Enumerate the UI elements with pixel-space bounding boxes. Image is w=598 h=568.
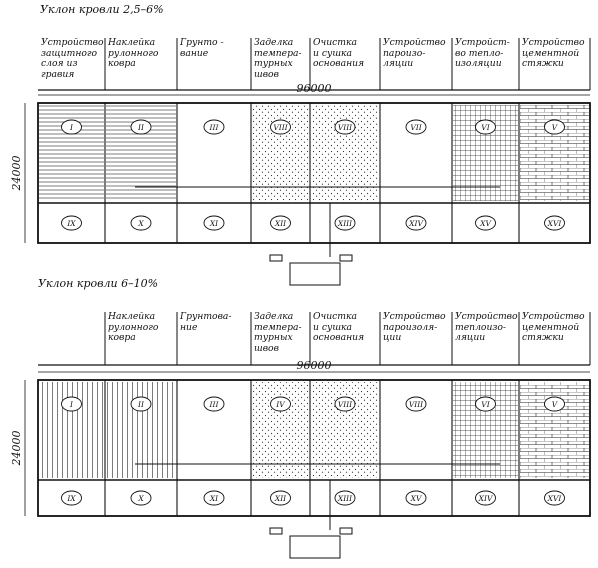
pump (339, 254, 353, 262)
zone-marker (334, 396, 356, 412)
zone-number-bottom: IX (66, 494, 76, 503)
zone-number-top: VI (481, 400, 490, 409)
zone-marker (405, 119, 427, 135)
zone-marker (475, 215, 496, 231)
zone-number-top: III (209, 123, 220, 132)
zone-number-top: I (69, 400, 74, 409)
zone-marker (203, 215, 225, 231)
zone-number-top: VIII (338, 123, 353, 132)
zone-marker (61, 215, 82, 231)
zone-number-top: II (137, 123, 145, 132)
zone-number-bottom: XIV (408, 219, 424, 228)
stage-header-8: Устройство цементной стяжки (522, 311, 585, 343)
stage-header-2: Наклейка рулонного ковра (108, 37, 159, 69)
pump (339, 527, 353, 535)
plan-2-title: Уклон кровли 6–10% (38, 277, 159, 290)
zone-number-top: V (552, 123, 559, 132)
mobile-plant (289, 262, 341, 286)
plan-1-title: Уклон кровли 2,5–6% (40, 3, 164, 16)
supply-pipeline (135, 186, 500, 257)
zone-marker (130, 396, 152, 412)
zone-number-bottom: XI (209, 494, 219, 503)
zone-marker (334, 119, 356, 135)
zone-number-top: V (552, 400, 559, 409)
zone-marker (270, 119, 291, 135)
width-dimension-label: 24000 (10, 431, 23, 467)
zone-number-top: I (69, 123, 74, 132)
stage-header-3: Грунто - вание (180, 37, 224, 59)
zone-marker (130, 490, 152, 506)
zone-number-bottom: XII (274, 494, 287, 503)
zone-number-bottom: XV (410, 494, 423, 503)
zone-number-bottom: XIII (337, 494, 353, 503)
zone-number-bottom: XII (274, 219, 287, 228)
stage-header-5: Очистка и сушка основания (313, 37, 365, 69)
zone-marker (405, 490, 427, 506)
zone-marker (203, 396, 225, 412)
zone-marker (405, 396, 427, 412)
zone-number-top: VIII (409, 400, 424, 409)
zone-number-bottom: X (137, 494, 144, 503)
zone-marker (475, 396, 496, 412)
zone-marker (544, 215, 565, 231)
zone-marker (130, 119, 152, 135)
zone-marker (61, 396, 82, 412)
pump (269, 254, 283, 262)
stage-header-7: Устройст- во тепло- изоляции (455, 37, 510, 69)
stage-header-8: Устройство цементной стяжки (522, 37, 585, 69)
zone-marker (544, 490, 565, 506)
zone-fill (520, 382, 589, 478)
zone-fill (39, 105, 104, 201)
stage-header-3: Грунтова- ние (180, 311, 232, 333)
zone-number-top: III (209, 400, 220, 409)
mobile-plant (289, 535, 341, 559)
zone-number-bottom: XVI (547, 219, 563, 228)
stage-header-6: Устройство пароизо- ляции (383, 37, 446, 69)
stage-header-4: Заделка темпера- турных швов (254, 311, 302, 354)
zone-number-bottom: XIII (337, 219, 353, 228)
zone-number-bottom: XV (479, 219, 492, 228)
stage-header-7: Устройство теплоизо- ляции (455, 311, 518, 343)
zone-marker (61, 119, 82, 135)
stage-header-6: Устройство пароизоля- ции (383, 311, 446, 343)
zone-fill (520, 105, 589, 201)
supply-pipeline (135, 463, 500, 530)
stage-header-1: Устройство защитного слоя из гравия (41, 37, 104, 80)
stage-header-4: Заделка темпера- турных швов (254, 37, 302, 80)
zone-number-bottom: XIV (478, 494, 494, 503)
zone-marker (544, 396, 565, 412)
length-dimension-label: 96000 (297, 359, 332, 372)
zone-marker (334, 215, 356, 231)
zone-marker (270, 490, 291, 506)
zone-marker (270, 396, 291, 412)
zone-number-top: VII (410, 123, 422, 132)
length-dimension-label: 96000 (297, 82, 332, 95)
zone-marker (130, 215, 152, 231)
width-dimension-label: 24000 (10, 156, 23, 192)
zone-fill (39, 382, 104, 478)
zone-number-top: II (137, 400, 145, 409)
stage-header-5: Очистка и сушка основания (313, 311, 365, 343)
zone-marker (475, 490, 496, 506)
zone-number-bottom: XVI (547, 494, 563, 503)
zone-marker (203, 119, 225, 135)
zone-marker (270, 215, 291, 231)
zone-marker (544, 119, 565, 135)
zone-number-bottom: IX (66, 219, 76, 228)
zone-marker (334, 490, 356, 506)
pump (269, 527, 283, 535)
zone-marker (405, 215, 427, 231)
stage-header-2: Наклейка рулонного ковра (108, 311, 159, 343)
zone-marker (475, 119, 496, 135)
zone-number-bottom: XI (209, 219, 219, 228)
zone-number-top: VI (481, 123, 490, 132)
zone-number-top: IV (275, 400, 286, 409)
zone-number-bottom: X (137, 219, 144, 228)
zone-number-top: VIII (273, 123, 288, 132)
zone-number-top: VIII (338, 400, 353, 409)
zone-marker (61, 490, 82, 506)
zone-marker (203, 490, 225, 506)
